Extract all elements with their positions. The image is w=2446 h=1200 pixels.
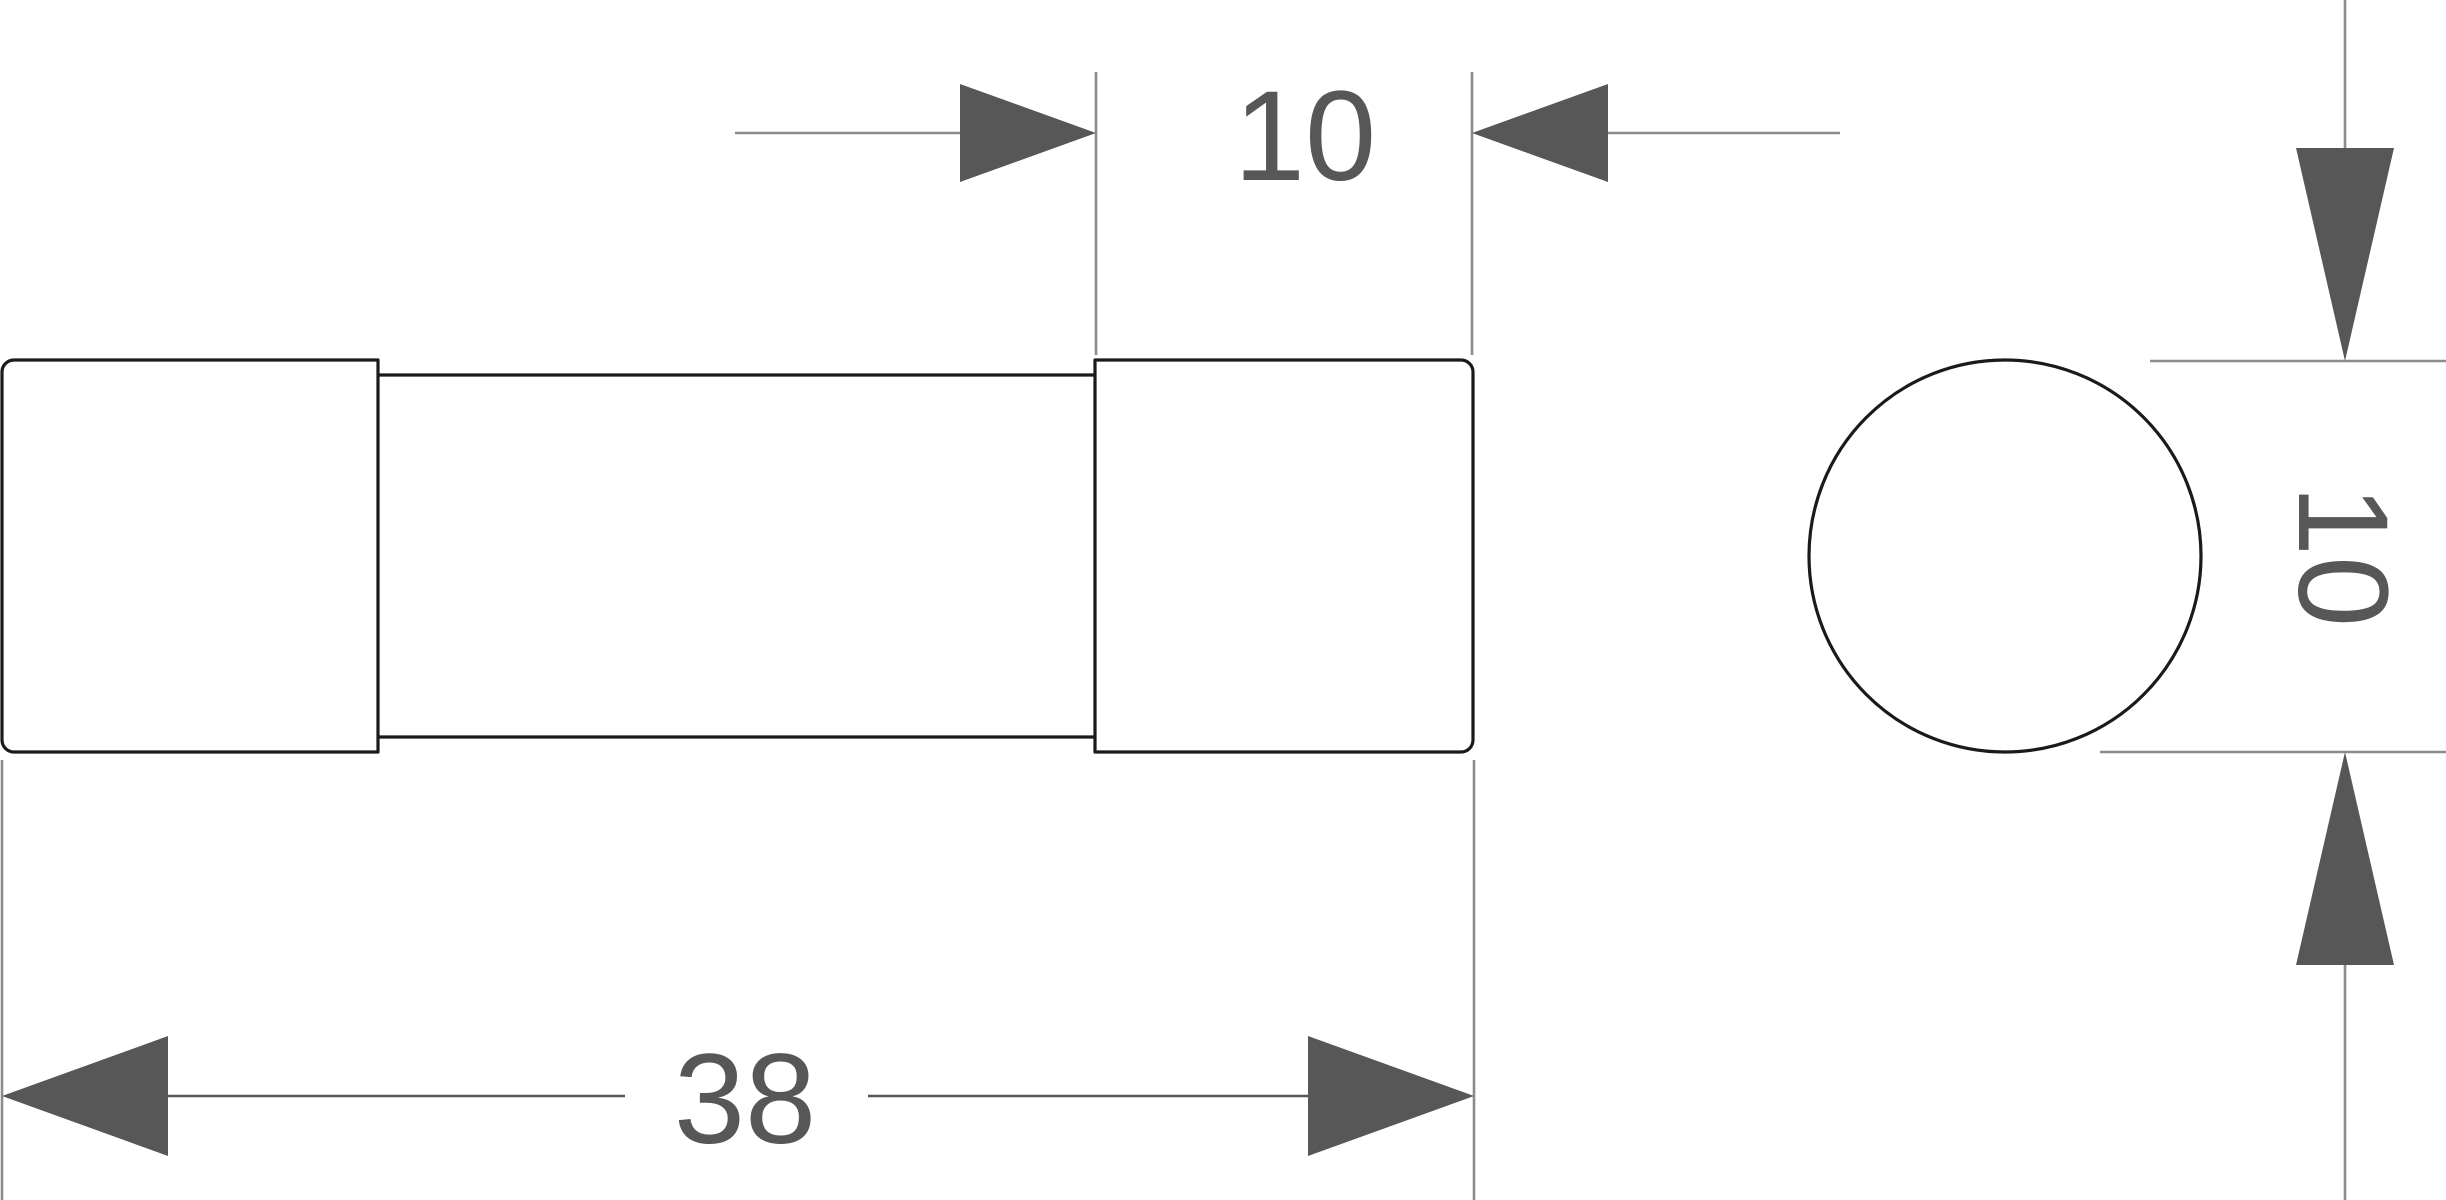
- left-end-cap: [0, 358, 380, 754]
- arrowhead-overall-left: [2, 1036, 168, 1156]
- dimension-diameter: 10: [2100, 0, 2446, 1200]
- dimension-overall-length: 38: [0, 760, 1476, 1200]
- right-end-cap: [1093, 358, 1475, 754]
- dimension-label-cap-length: 10: [1234, 65, 1376, 208]
- side-view-group: [0, 358, 1475, 754]
- arrowhead-diameter-bottom: [2296, 752, 2394, 965]
- dimension-label-diameter: 10: [2271, 485, 2414, 627]
- dimension-label-overall-length: 38: [674, 1028, 816, 1171]
- arrowhead-cap-right: [1472, 84, 1608, 182]
- dimension-cap-length: 10: [735, 65, 1840, 355]
- arrowhead-diameter-top: [2296, 148, 2394, 361]
- end-view-group: [1807, 358, 2203, 754]
- arrowhead-overall-right: [1308, 1036, 1474, 1156]
- end-view-circle: [1807, 358, 2203, 754]
- arrowhead-cap-left: [960, 84, 1096, 182]
- fuse-body-tube: [378, 373, 1096, 739]
